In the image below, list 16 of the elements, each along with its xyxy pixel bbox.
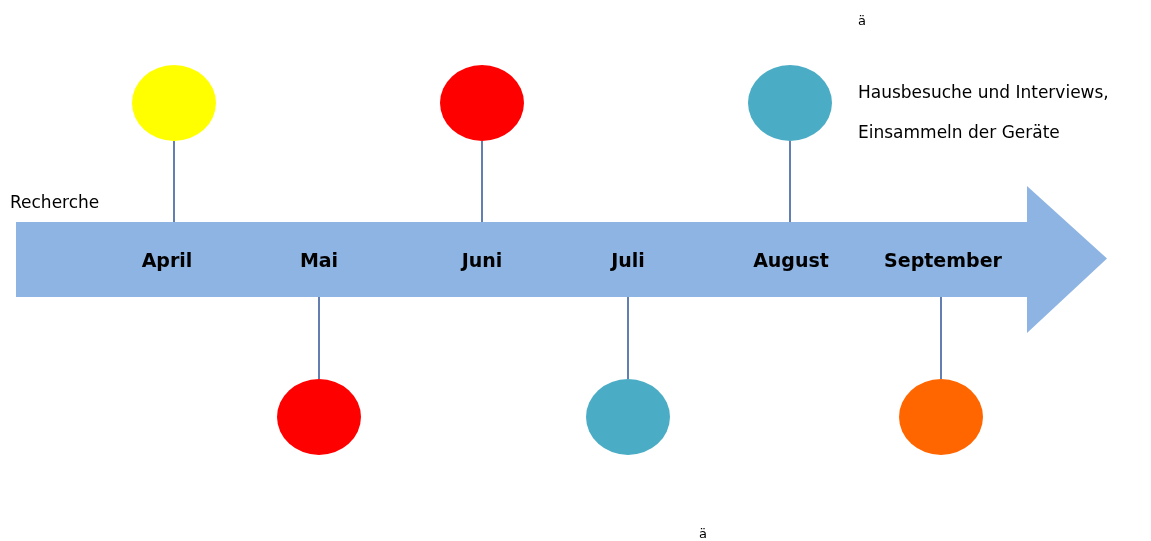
- connector-line: [627, 296, 629, 380]
- connector-line: [789, 140, 791, 223]
- month-label: Juli: [611, 249, 645, 271]
- note-text: ä: [699, 525, 707, 541]
- connector-line: [318, 296, 320, 380]
- connector-line: [481, 140, 483, 223]
- month-label: April: [141, 249, 193, 271]
- note-text: ä: [858, 12, 866, 30]
- phase-label: Recherche: [10, 193, 100, 211]
- month-label: Juni: [461, 249, 503, 271]
- note-text: Hausbesuche und Interviews, Einsammeln der Geräte: [858, 81, 1110, 144]
- connector-line: [940, 296, 942, 380]
- connector-line: [173, 140, 175, 223]
- month-label: Mai: [299, 249, 339, 271]
- month-label: August: [753, 249, 829, 271]
- month-label: September: [884, 249, 1002, 271]
